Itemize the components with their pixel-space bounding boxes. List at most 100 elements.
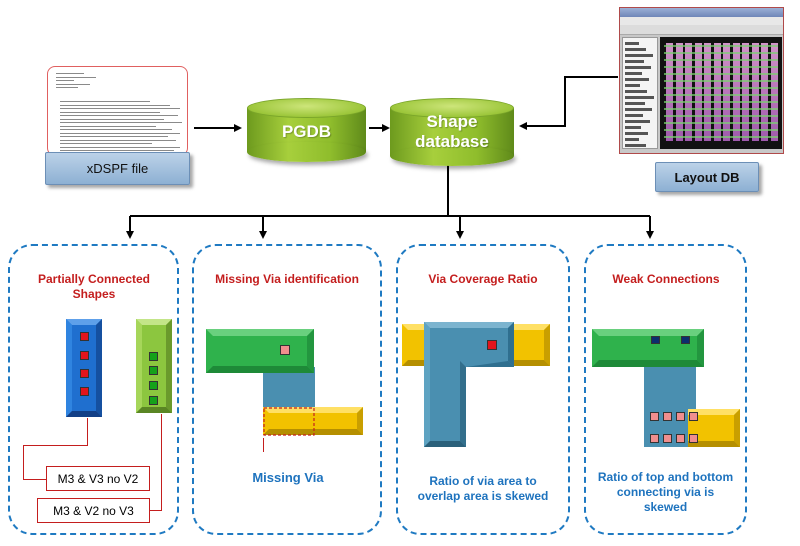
layer-row bbox=[625, 144, 646, 147]
layer-row bbox=[625, 84, 640, 87]
layout-metal-row bbox=[664, 136, 778, 138]
via-red-2 bbox=[80, 351, 89, 360]
via-bottom-6 bbox=[663, 434, 672, 443]
layout-db-screenshot bbox=[619, 7, 784, 154]
layout-metal-column bbox=[666, 43, 673, 141]
via-bottom-3 bbox=[676, 412, 685, 421]
layer-row bbox=[625, 96, 654, 99]
layer-row bbox=[625, 60, 644, 63]
layout-metal-column bbox=[675, 43, 683, 141]
dspf-label-plate: xDSPF file bbox=[45, 152, 190, 185]
doc-text-line bbox=[60, 150, 174, 151]
check-group-partial bbox=[8, 244, 179, 535]
via-top-1 bbox=[651, 336, 660, 344]
via-bottom-8 bbox=[689, 434, 698, 443]
layout-metal-row bbox=[664, 94, 778, 96]
layout-metal-row bbox=[664, 66, 778, 68]
doc-text-line bbox=[60, 125, 156, 127]
via-red-4 bbox=[80, 387, 89, 396]
layout-metal-row bbox=[664, 59, 778, 61]
doc-text-line bbox=[60, 118, 164, 120]
via-bottom-5 bbox=[650, 434, 659, 443]
layer-row bbox=[625, 72, 642, 75]
doc-text-line bbox=[60, 115, 178, 116]
layout-canvas bbox=[660, 37, 782, 149]
check-group-weak bbox=[584, 244, 747, 535]
missing-via-shapes bbox=[206, 329, 363, 436]
check-group-coverage bbox=[396, 244, 570, 535]
doc-text-line bbox=[56, 83, 90, 85]
doc-text-line bbox=[60, 104, 170, 106]
via-green-3 bbox=[149, 381, 158, 390]
layout-metal-column bbox=[704, 43, 711, 141]
via-red-3 bbox=[80, 369, 89, 378]
via-coverage bbox=[487, 340, 497, 350]
note-m3-v3-no-v2: M3 & V3 no V2 bbox=[46, 466, 150, 491]
layout-metal-row bbox=[664, 73, 778, 75]
coverage-title: Via Coverage Ratio bbox=[428, 272, 538, 286]
coverage-shapes bbox=[402, 322, 550, 447]
layer-row bbox=[625, 108, 652, 111]
layer-row bbox=[625, 42, 639, 45]
layout-metal-column bbox=[770, 43, 778, 141]
layout-metal-column bbox=[685, 43, 692, 141]
doc-text-line bbox=[60, 108, 180, 109]
doc-text-line bbox=[60, 111, 160, 113]
pgdb-label: PGDB bbox=[281, 122, 332, 141]
doc-text-line bbox=[60, 136, 168, 137]
callout-line-1d bbox=[23, 445, 24, 480]
doc-text-line bbox=[60, 101, 150, 102]
callout-line-1h bbox=[23, 445, 88, 446]
weak-caption: Ratio of top and bottom connecting via i… bbox=[597, 470, 734, 514]
layout-window-titlebar bbox=[620, 8, 783, 17]
doc-text-line bbox=[60, 143, 152, 144]
layout-metal-column bbox=[732, 43, 740, 141]
layout-metal-column bbox=[694, 43, 702, 141]
layer-row bbox=[625, 90, 647, 93]
missing-via-callout bbox=[263, 438, 264, 452]
via-bottom-2 bbox=[663, 412, 672, 421]
via-red-1 bbox=[80, 332, 89, 341]
layout-metal-column bbox=[761, 43, 768, 141]
shape-label-line1: Shape bbox=[426, 112, 478, 131]
layer-row bbox=[625, 126, 641, 129]
shape-label-line2: database bbox=[415, 132, 489, 151]
layer-row bbox=[625, 138, 639, 141]
doc-text-line bbox=[56, 87, 78, 88]
via-green-1 bbox=[149, 352, 158, 361]
doc-text-line bbox=[56, 73, 84, 74]
layout-metal-column bbox=[723, 43, 730, 141]
doc-text-line bbox=[60, 129, 172, 130]
layout-metal-column bbox=[742, 43, 749, 141]
layout-layer-panel bbox=[622, 37, 658, 149]
doc-text-line bbox=[60, 122, 182, 123]
doc-text-line bbox=[60, 132, 180, 134]
layout-metal-row bbox=[664, 115, 778, 117]
dspf-document-thumbnail bbox=[47, 66, 188, 156]
layer-row bbox=[625, 114, 643, 117]
weak-connection-shapes bbox=[592, 329, 740, 447]
partial-title: Partially Connected Shapes bbox=[37, 272, 151, 301]
layer-row bbox=[625, 54, 653, 57]
layout-label-plate: Layout DB bbox=[655, 162, 759, 192]
layout-window-toolbar bbox=[620, 25, 783, 35]
callout-line-1v bbox=[87, 418, 88, 446]
layer-row bbox=[625, 66, 651, 69]
via-green-4 bbox=[149, 396, 158, 405]
layout-metal-row bbox=[664, 52, 778, 54]
layout-metal-row bbox=[664, 80, 778, 82]
check-group-missing-via bbox=[192, 244, 382, 535]
doc-text-line bbox=[60, 146, 180, 148]
pgdb-cylinder: PGDB bbox=[247, 98, 366, 162]
missing-via-caption: Missing Via bbox=[252, 470, 324, 485]
via-present bbox=[280, 345, 290, 355]
layout-metal-row bbox=[664, 129, 778, 131]
layout-metal-row bbox=[664, 108, 778, 110]
note-m3-v2-no-v3: M3 & V2 no V3 bbox=[37, 498, 150, 523]
layer-row bbox=[625, 48, 646, 51]
layout-metal-row bbox=[664, 87, 778, 89]
arrow-layout-to-shape bbox=[519, 76, 618, 130]
callout-line-1e bbox=[23, 479, 47, 480]
callout-line-2h bbox=[150, 510, 162, 511]
